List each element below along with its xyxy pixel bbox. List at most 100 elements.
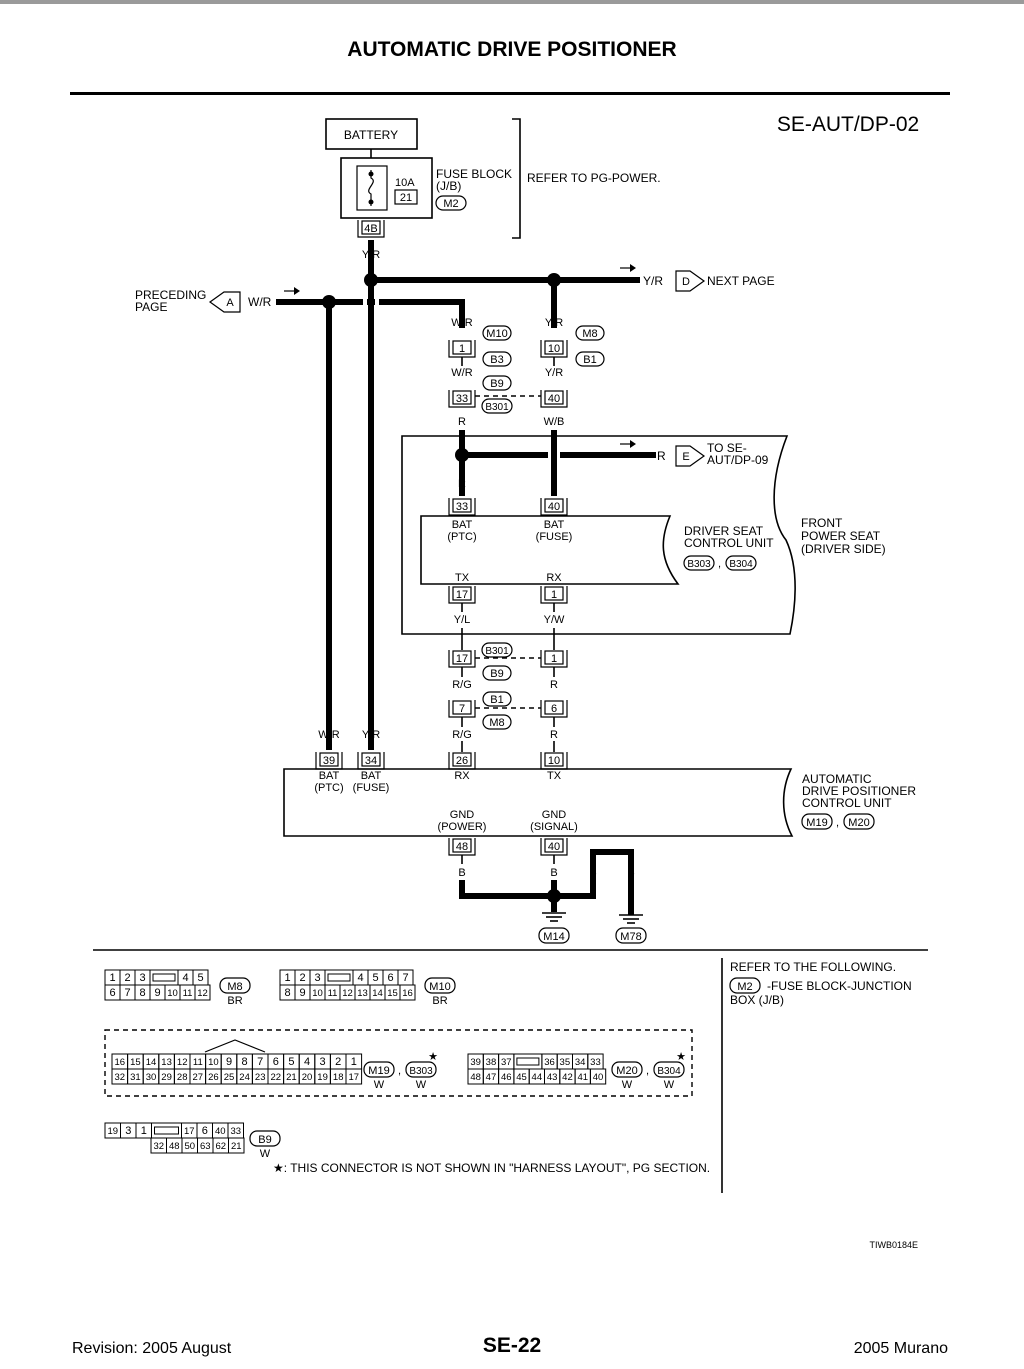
connector-pin-number: 26 <box>208 1072 219 1083</box>
connector-pin-number: 7 <box>124 987 130 999</box>
connector-pin-number: 10 <box>312 988 323 999</box>
svg-text:CONTROL UNIT: CONTROL UNIT <box>802 796 892 810</box>
connector-pin-number: 5 <box>288 1056 294 1068</box>
connector-pin-number: 8 <box>139 987 145 999</box>
connector-key-slot <box>513 1053 543 1070</box>
ground-icon <box>619 914 643 924</box>
connector-pin-number: 4 <box>182 972 188 984</box>
svg-text:NEXT PAGE: NEXT PAGE <box>707 274 775 288</box>
seat-wires: R <box>455 430 656 496</box>
svg-text:1: 1 <box>551 589 557 601</box>
svg-text:W: W <box>622 1079 633 1091</box>
page-title: AUTOMATIC DRIVE POSITIONER <box>347 38 677 61</box>
svg-text:M8: M8 <box>227 981 242 993</box>
svg-text:(PTC): (PTC) <box>314 782 343 794</box>
connector-pin-number: 5 <box>372 972 378 984</box>
title-rule <box>70 92 950 95</box>
svg-text:39: 39 <box>323 755 335 767</box>
connector-pin-cell <box>228 1137 245 1154</box>
svg-text:M19: M19 <box>368 1065 389 1077</box>
svg-text:REFER TO THE FOLLOWING.: REFER TO THE FOLLOWING. <box>730 960 896 974</box>
connector-m20-label: M20 , B304 ★ W W <box>611 1051 686 1091</box>
fuse-number: 21 <box>400 192 412 204</box>
svg-text:(POWER): (POWER) <box>438 821 487 833</box>
top-border <box>0 0 1024 4</box>
svg-text:BR: BR <box>432 995 447 1007</box>
ground-wires: M14 M78 <box>459 849 647 944</box>
svg-text:B1: B1 <box>583 354 596 366</box>
connector-pin-number: 24 <box>239 1072 250 1083</box>
svg-text:B3: B3 <box>490 354 503 366</box>
connector-pin-number: 48 <box>169 1141 180 1152</box>
connector-pin-number: 2 <box>124 972 130 984</box>
svg-text:10: 10 <box>548 755 560 767</box>
connector-pin-number: 5 <box>197 972 203 984</box>
footer-model: 2005 Murano <box>853 1340 948 1357</box>
svg-text:17: 17 <box>456 653 468 665</box>
svg-text:Y/R: Y/R <box>545 367 563 379</box>
connector-pin-number: 14 <box>372 988 383 999</box>
svg-text:40: 40 <box>548 501 560 513</box>
connector-m19-label: M19 , B303 ★ W W <box>363 1051 438 1091</box>
wiring-diagram: .t { font-size:12px; } .ts { font-size:1… <box>93 113 928 1250</box>
svg-text:(FUSE): (FUSE) <box>536 531 573 543</box>
svg-text:R: R <box>657 449 666 463</box>
svg-text:4B: 4B <box>364 223 377 235</box>
connector-pin-number: 22 <box>271 1072 282 1083</box>
connector-pin-number: 12 <box>342 988 353 999</box>
svg-text:B1: B1 <box>490 694 503 706</box>
connector-pin-number: 41 <box>577 1072 588 1083</box>
svg-text:W: W <box>664 1079 675 1091</box>
svg-text:RX: RX <box>454 770 470 782</box>
figure-code: TIWB0184E <box>869 1240 918 1250</box>
svg-text:B304: B304 <box>657 1066 681 1077</box>
svg-text:B304: B304 <box>729 559 753 570</box>
svg-text:40: 40 <box>548 841 560 853</box>
svg-text:R: R <box>458 416 466 428</box>
connector-pin-number: 4 <box>304 1056 310 1068</box>
refer-following: REFER TO THE FOLLOWING. M2 -FUSE BLOCK-J… <box>729 960 912 1007</box>
svg-text:33: 33 <box>456 393 468 405</box>
svg-text:RX: RX <box>546 572 562 584</box>
svg-text:PRECEDING: PRECEDING <box>135 288 206 302</box>
connector-pin-number: 28 <box>177 1072 188 1083</box>
svg-text:B9: B9 <box>490 668 503 680</box>
connector-pin-number: 16 <box>115 1057 126 1068</box>
connector-pin-number: 33 <box>230 1126 241 1137</box>
connector-pin-number: 21 <box>231 1141 242 1152</box>
svg-text:Y/R: Y/R <box>545 317 563 329</box>
front-power-seat-box: FRONT POWER SEAT (DRIVER SIDE) <box>401 435 886 635</box>
svg-text:A: A <box>226 297 234 309</box>
svg-text:B301: B301 <box>485 402 509 413</box>
connector-pin-number: 25 <box>224 1072 235 1083</box>
connector-pin-number: 42 <box>562 1072 573 1083</box>
connector-pin-number: 35 <box>560 1057 571 1068</box>
svg-text:B301: B301 <box>485 646 509 657</box>
connector-pin-number: 12 <box>177 1057 188 1068</box>
svg-text:POWER SEAT: POWER SEAT <box>801 529 881 543</box>
svg-text:M2: M2 <box>737 981 752 993</box>
svg-text:33: 33 <box>456 501 468 513</box>
ground-icon <box>542 912 566 922</box>
connector-m19-housing <box>204 1039 266 1053</box>
connector-pin-number: 48 <box>470 1072 481 1083</box>
connector-pin-number: 27 <box>193 1072 204 1083</box>
svg-text:BAT: BAT <box>319 770 340 782</box>
svg-text:M10: M10 <box>429 981 450 993</box>
svg-text:M20: M20 <box>616 1065 637 1077</box>
connector-key-slot <box>149 969 179 986</box>
connector-pin-number: 6 <box>273 1056 279 1068</box>
connector-b9-label: B9 W <box>249 1130 281 1160</box>
connector-pin-number: 1 <box>109 972 115 984</box>
connector-key-icon <box>152 973 176 982</box>
svg-text:AUTOMATIC: AUTOMATIC <box>802 772 872 786</box>
fuse-block-label: FUSE BLOCK <box>436 167 512 181</box>
fuse-icon <box>368 170 374 206</box>
connector-pin-number: 30 <box>146 1072 157 1083</box>
connector-pin-number: 31 <box>130 1072 141 1083</box>
svg-text:W/B: W/B <box>544 416 565 428</box>
connector-pin-number: 9 <box>226 1056 232 1068</box>
joint-connectors-lower: 17 B301 B9 1 R/G R B1 7 M8 6 R/G R <box>448 628 568 752</box>
connector-pin-number: 6 <box>202 1125 208 1137</box>
